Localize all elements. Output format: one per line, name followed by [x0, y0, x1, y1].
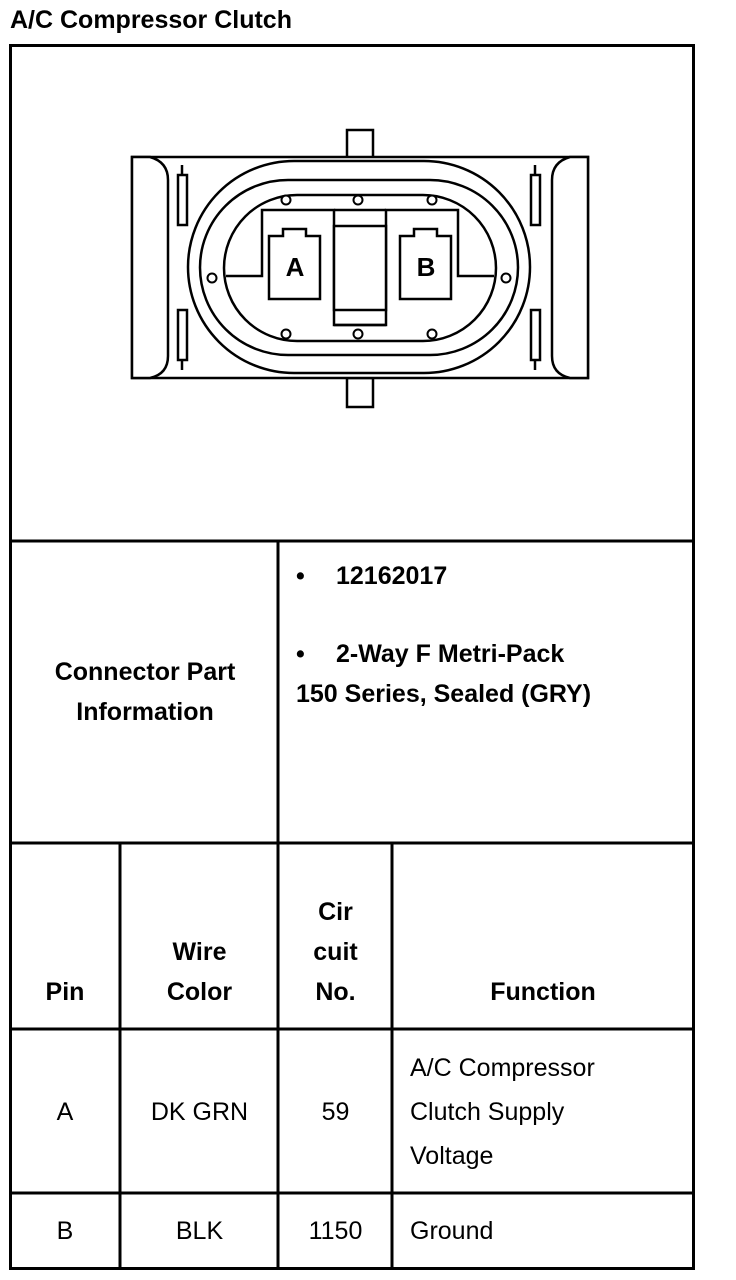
part-number: 12162017: [336, 562, 448, 590]
row-b-circuit: 1150: [308, 1217, 363, 1245]
part-number-row: • 12162017: [296, 556, 690, 596]
row-b-pin: B: [56, 1217, 74, 1245]
pin-a-label: A: [286, 252, 305, 282]
cavity-center: [332, 224, 388, 312]
header-circuit-line1: Cir: [318, 898, 353, 926]
connector-right-panel: [550, 155, 590, 380]
row-a-function: A/C Compressor Clutch Supply Voltage: [394, 1031, 692, 1192]
latch-right-bottom: [529, 308, 542, 362]
header-wire-color-line1: Wire: [172, 938, 227, 966]
header-wire-color-line2: Color: [166, 978, 233, 1006]
description-row: • 2-Way F Metri-Pack: [296, 634, 690, 674]
header-wire-color: Wire Color: [122, 845, 277, 1028]
pin-a-cavity: [267, 227, 322, 301]
header-circuit: Cir cuit No.: [280, 845, 391, 1028]
row-a-function-line1: A/C Compressor: [410, 1053, 595, 1082]
connector-bottom-tab: [345, 376, 375, 409]
bullet: •: [296, 640, 305, 668]
latch-right-top: [529, 173, 542, 227]
header-circuit-line3: No.: [315, 978, 356, 1006]
row-b-function: Ground: [394, 1195, 692, 1267]
header-pin: Pin: [45, 978, 85, 1006]
row-a-pin: A: [56, 1097, 74, 1126]
latch-left-bottom: [176, 308, 189, 362]
header-function: Function: [490, 978, 596, 1006]
row-b-function-line1: Ground: [410, 1217, 494, 1245]
connector-top-tab: [345, 128, 375, 160]
row-a-circuit: 59: [321, 1097, 350, 1126]
row-b-wire-color: BLK: [175, 1217, 224, 1245]
pin-b-cavity: [398, 227, 453, 301]
bullet: •: [296, 562, 305, 590]
header-circuit-line2: cuit: [313, 938, 358, 966]
description-line1: 2-Way F Metri-Pack: [336, 640, 565, 668]
description-line2: 150 Series, Sealed (GRY): [296, 680, 592, 708]
connector-diagram: A B: [130, 128, 590, 409]
page-title: A/C Compressor Clutch: [10, 6, 292, 34]
connector-part-details: • 12162017 • 2-Way F Metri-Pack 150 Series…: [296, 556, 690, 714]
connector-info-label: Connector Part Information: [12, 542, 278, 842]
row-a-function-line2: Clutch Supply: [410, 1097, 565, 1126]
connector-left-panel: [130, 155, 170, 380]
row-a-wire-color: DK GRN: [150, 1097, 249, 1126]
pin-b-label: B: [417, 252, 436, 282]
connector-info-label-line2: Information: [76, 698, 214, 726]
latch-left-top: [176, 173, 189, 227]
connector-info-label-line1: Connector Part: [54, 658, 236, 686]
row-a-function-line3: Voltage: [410, 1141, 494, 1170]
